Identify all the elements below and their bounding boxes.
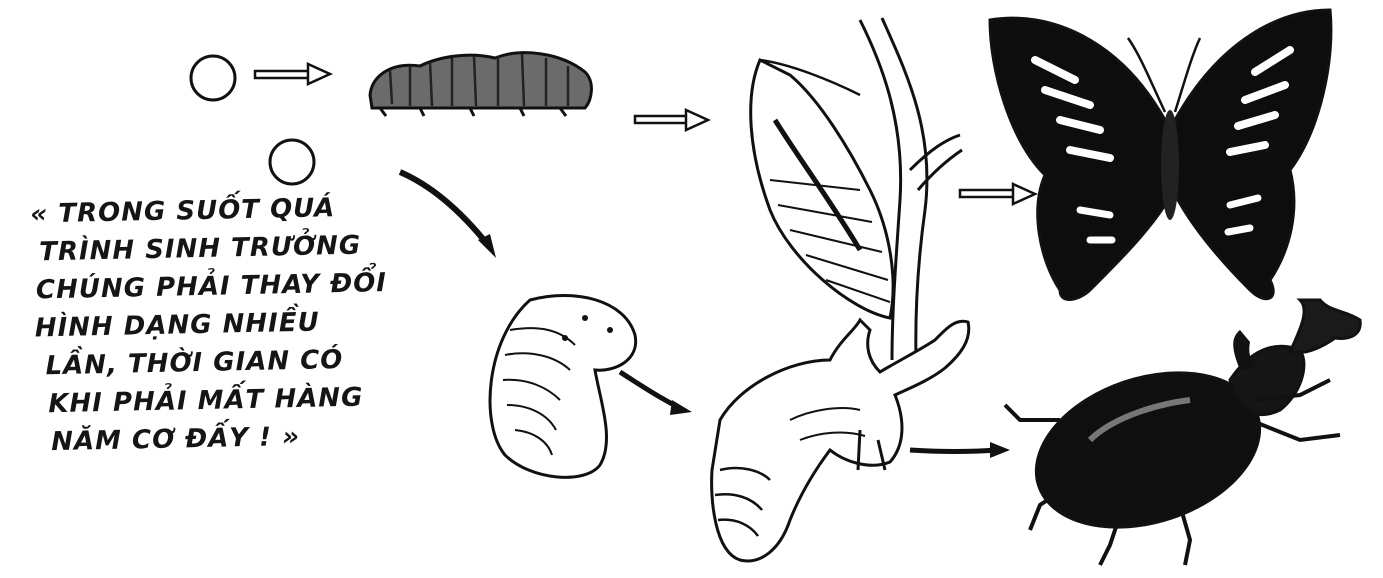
egg-icon <box>191 56 235 100</box>
egg-icon <box>270 140 314 184</box>
arrow-icon <box>960 184 1035 204</box>
rhinoceros-beetle-icon <box>1005 300 1360 565</box>
caption-quote: « TRONG SUỐT QUÁ TRÌNH SINH TRƯỞNG CHÚNG… <box>8 186 493 462</box>
arrow-icon <box>255 64 330 84</box>
chrysalis-icon <box>751 60 893 318</box>
caterpillar-icon <box>370 53 591 116</box>
arrow-icon <box>635 110 708 130</box>
arrow-icon <box>620 372 692 415</box>
butterfly-icon <box>990 10 1331 299</box>
grub-icon <box>490 295 636 477</box>
arrow-icon <box>910 442 1010 458</box>
beetle-pupa-icon <box>712 320 969 561</box>
